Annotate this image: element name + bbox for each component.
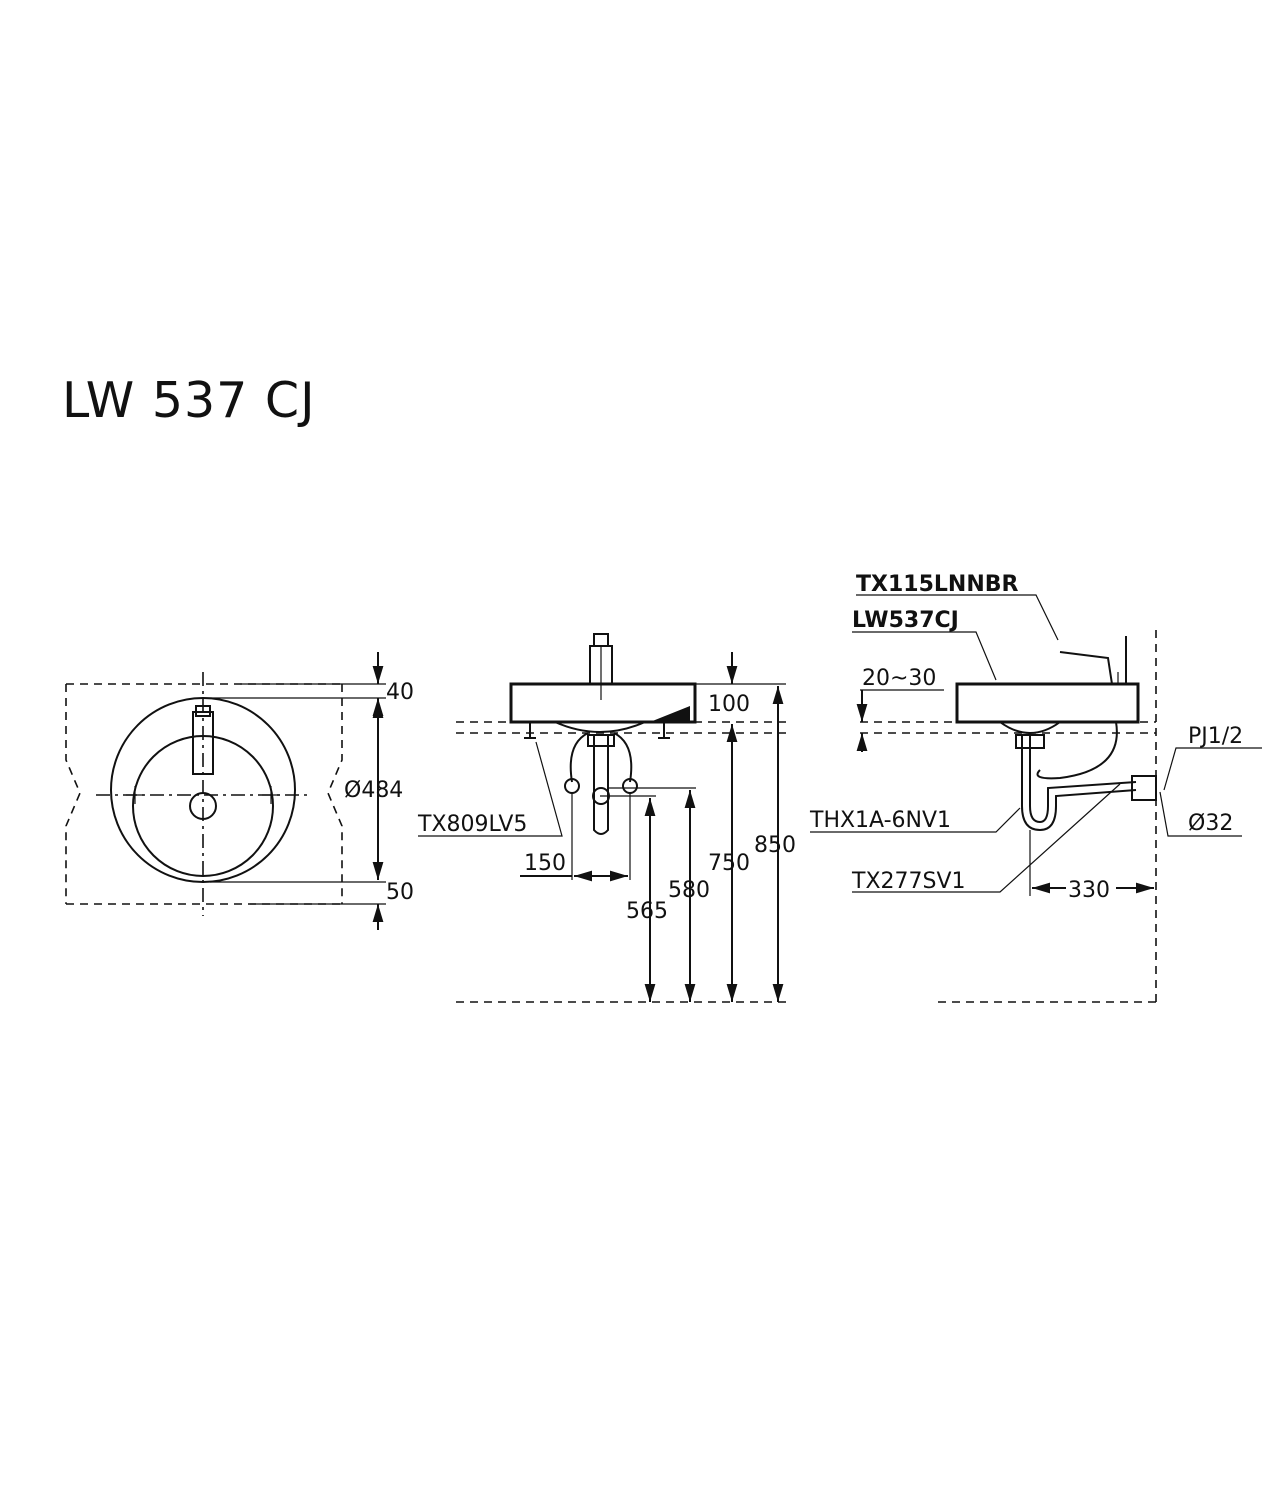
wall-valve [1131,775,1157,801]
drain-dia-leader [1159,791,1242,837]
faucet-body [192,711,214,775]
valve-label: TX277SV1 [851,869,966,894]
dim-40-text: 40 [386,680,414,705]
tx809-label: TX809LV5 [417,812,527,837]
dim-565-text: 565 [626,899,668,924]
trap-leader [810,807,1021,833]
front-view: TX809LV5 150 100 565 580 750 850 [417,633,796,1003]
top-view: 40 Ø484 50 [65,652,414,930]
dim-diameter-text: Ø484 [344,778,403,803]
faucet-label: TX115LNNBR [856,572,1019,597]
counter-right-break [327,684,343,904]
dim-850-text: 850 [754,833,796,858]
supply-hose [1036,721,1118,780]
dim-580-text: 580 [668,878,710,903]
ext-lines-150 [571,792,631,880]
basin-leader [852,631,997,681]
left-fixing [524,722,536,739]
drain-pipe [593,735,609,835]
right-hose [613,732,633,783]
dim-330-text: 330 [1068,878,1110,903]
drain-flange [587,734,615,747]
drain-hole [189,792,217,820]
faucet-cap [195,705,211,717]
p-trap [1021,735,1137,832]
faucet-leader [856,594,1059,641]
side-view: TX115LNNBR LW537CJ 20~30 PJ1/2 THX1A-6NV… [809,572,1262,1003]
p-trap-inner [1029,735,1137,824]
faucet-cap-front [593,633,609,647]
pj-leader [1163,747,1262,791]
page-title: LW 537 CJ [62,372,316,429]
dim-150-text: 150 [524,851,566,876]
ext-lines-valves [600,787,696,797]
overflow-hatch [650,706,690,722]
right-fixing-mark [262,786,280,804]
right-fixing [658,722,670,739]
pj-label: PJ1/2 [1188,724,1243,749]
left-fixing-mark [126,786,144,804]
side-drain-flange [1015,734,1045,749]
dim-50-text: 50 [386,880,414,905]
tx809-leader [418,741,563,837]
dim-20-30-text: 20~30 [862,666,936,691]
trap-label: THX1A-6NV1 [809,808,951,833]
side-basin-underside [999,721,1061,734]
left-hose [569,732,589,783]
side-basin-body [955,682,1140,724]
dim-100-text: 100 [708,692,750,717]
basin-bowl-underside [554,721,646,733]
side-faucet-body [1059,636,1127,685]
basin-inner-bowl [132,735,274,877]
drain-dia-label: Ø32 [1188,811,1233,836]
valve-leader [852,783,1121,893]
counter-left-break [65,684,81,904]
dim-750-text: 750 [708,851,750,876]
basin-label: LW537CJ [852,608,959,633]
